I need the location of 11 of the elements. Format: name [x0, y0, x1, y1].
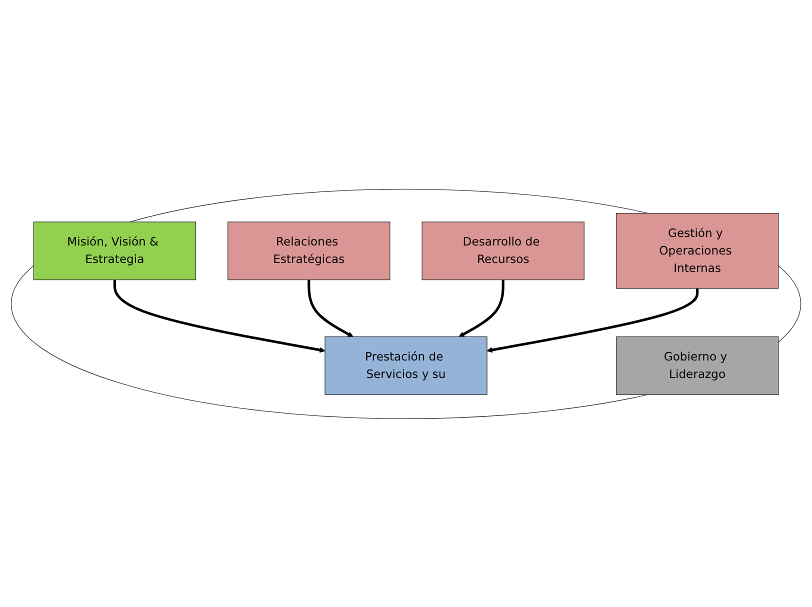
node-box: Gobierno y Liderazgo	[616, 336, 779, 394]
arrow	[458, 279, 504, 337]
node-box: Relaciones Estratégicas	[228, 221, 390, 280]
node-box: Gestión y Operaciones Internas	[616, 212, 779, 288]
arrow	[486, 288, 699, 352]
node-box: Prestación de Servicios y su	[324, 336, 488, 394]
arrow	[113, 279, 326, 352]
node-box: Desarrollo de Recursos	[422, 221, 584, 280]
node-box: Misión, Visión & Estrategia	[33, 221, 196, 280]
arrow	[308, 279, 354, 337]
cluster	[10, 188, 802, 419]
